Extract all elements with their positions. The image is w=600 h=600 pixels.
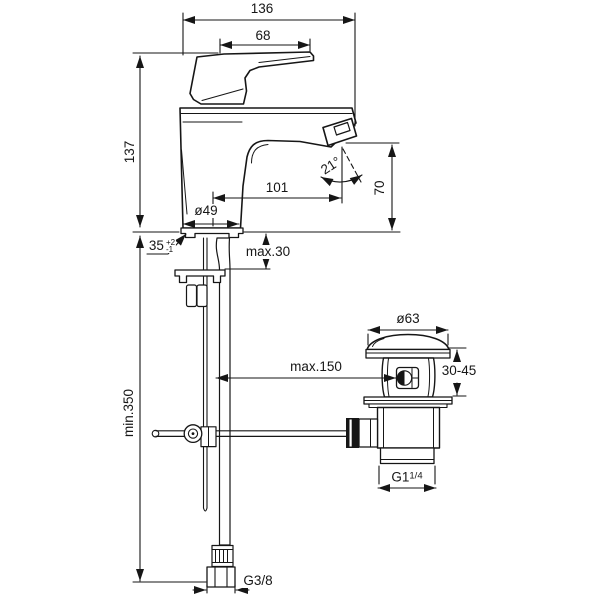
dimension-lines xyxy=(132,12,467,594)
dim-label-waste-cap-diameter: ø63 xyxy=(395,311,421,326)
dim-label-base-diameter: ø49 xyxy=(193,203,219,218)
waste-cap xyxy=(366,333,450,351)
dim-label-max-deck-thickness: max.30 xyxy=(244,244,292,259)
dim-label-total-height: 137 xyxy=(122,139,137,165)
dim-label-max-rod-reach: max.150 xyxy=(289,359,343,374)
supply-nut xyxy=(206,566,236,588)
dim-label-min-hose-length: min.350 xyxy=(121,387,136,439)
dim-label-spout-reach: 101 xyxy=(264,180,290,195)
base-plate xyxy=(180,227,244,239)
base-note-value: 35 xyxy=(148,238,164,253)
lock-nut xyxy=(196,284,208,308)
rod-connector-ring xyxy=(346,418,359,448)
rod-connector xyxy=(358,418,379,448)
mounting-flange xyxy=(174,269,226,284)
supply-hose xyxy=(215,237,231,546)
dim-label-outlet-height: 70 xyxy=(372,179,387,197)
dim-label-total-width: 136 xyxy=(249,1,275,16)
waste-thread-pipe xyxy=(379,447,435,465)
waste-tailpiece xyxy=(376,406,441,449)
faucet-handle xyxy=(189,51,315,105)
dim-label-supply-thread: G3/8 xyxy=(242,573,274,588)
base-note-tolerance: +2-1 xyxy=(165,238,176,254)
dim-label-handle-length: 68 xyxy=(254,28,272,43)
drain-assembly xyxy=(346,333,453,465)
dim-label-waste-thread: G11/4 xyxy=(390,469,424,485)
popup-rod xyxy=(202,237,208,509)
undercounter-group xyxy=(151,237,348,588)
dim-label-waste-clamp-range: 30-45 xyxy=(440,363,478,378)
dim-label-base-note: 35+2-1 xyxy=(147,238,177,254)
lock-nut xyxy=(185,284,198,308)
